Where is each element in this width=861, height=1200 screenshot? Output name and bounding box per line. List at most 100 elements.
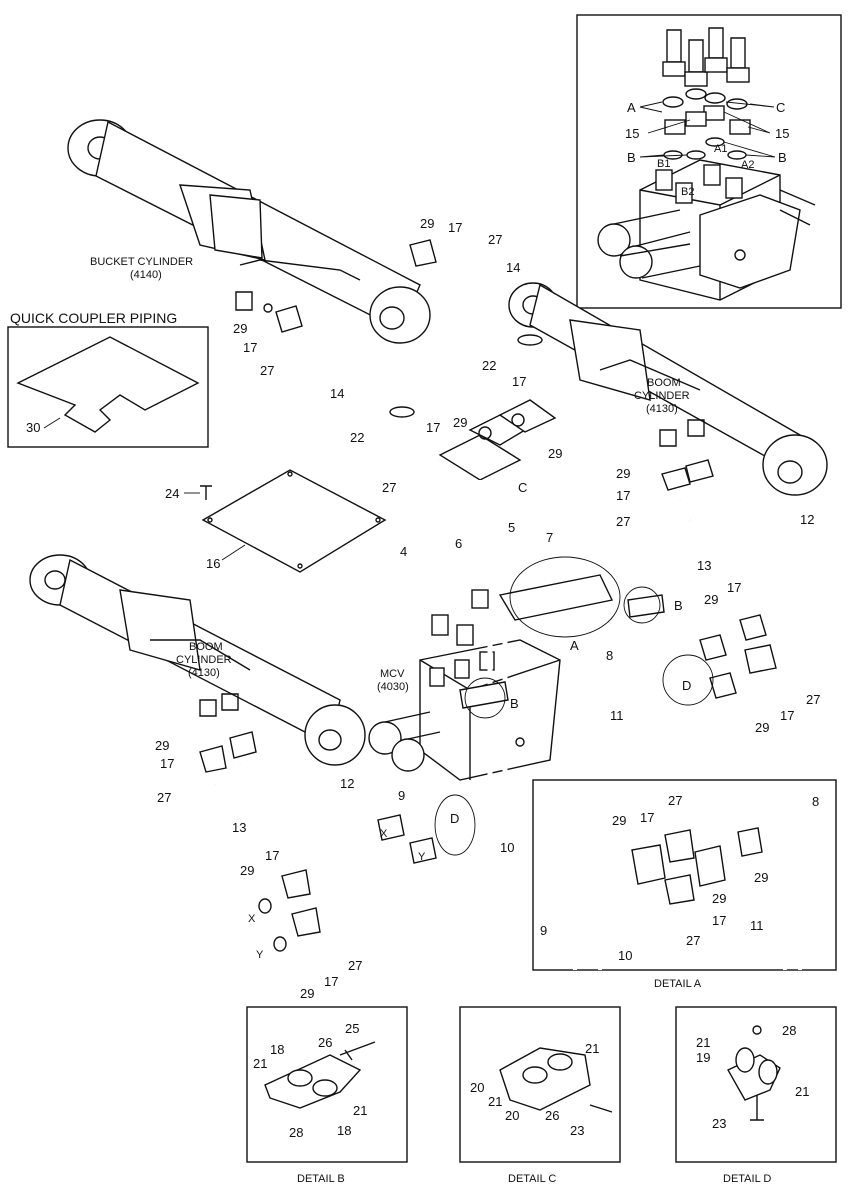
port-label-a1: A1 xyxy=(714,143,727,155)
callout-d: D xyxy=(450,811,459,826)
callout-27: 27 xyxy=(348,958,362,973)
callout-15: 15 xyxy=(775,126,789,141)
label-cylinder-code: (4130) xyxy=(188,667,220,679)
mcv-valve: MCV (4030) xyxy=(368,639,561,781)
callout-29: 29 xyxy=(300,986,314,1001)
callout-22: 22 xyxy=(482,358,496,373)
callout-5: 5 xyxy=(508,520,515,535)
callout-17: 17 xyxy=(712,913,726,928)
label-cylinder: CYLINDER xyxy=(176,654,232,666)
pipes-14 xyxy=(275,239,553,463)
port-label-b2: B2 xyxy=(681,186,694,198)
callout-29: 29 xyxy=(420,216,434,231)
callout-27: 27 xyxy=(616,514,630,529)
callout-27: 27 xyxy=(488,232,502,247)
callout-9: 9 xyxy=(540,923,547,938)
callout-18: 18 xyxy=(270,1042,284,1057)
inset-frame xyxy=(576,14,842,309)
label-boom: BOOM xyxy=(647,377,681,389)
callout-21: 21 xyxy=(353,1103,367,1118)
callout-29: 29 xyxy=(712,891,726,906)
callout-27: 27 xyxy=(260,363,274,378)
callout-14: 14 xyxy=(330,386,344,401)
callout-20: 20 xyxy=(470,1080,484,1095)
detail-b-label: DETAIL B xyxy=(297,1173,345,1185)
quick-coupler-title: QUICK COUPLER PIPING xyxy=(10,310,177,326)
callout-17: 17 xyxy=(512,374,526,389)
callout-19: 19 xyxy=(696,1050,710,1065)
callout-13: 13 xyxy=(697,558,711,573)
callout-17: 17 xyxy=(616,488,630,503)
callout-b: B xyxy=(510,696,519,711)
callout-13: 13 xyxy=(232,820,246,835)
callout-6: 6 xyxy=(455,536,462,551)
port-label-x: X xyxy=(248,913,256,925)
label-mcv: MCV xyxy=(380,668,405,680)
callout-17: 17 xyxy=(160,756,174,771)
callout-30: 30 xyxy=(26,420,40,435)
detail-a-panel: 27 8 17 29 29 29 9 10 11 17 27 DETAIL A xyxy=(532,779,837,990)
port-label-b1: B1 xyxy=(657,158,670,170)
label-bucket-cylinder-code: (4140) xyxy=(130,269,162,281)
callout-b: B xyxy=(674,598,683,613)
port-label-x: X xyxy=(380,828,388,840)
callout-27: 27 xyxy=(668,793,682,808)
callout-b: B xyxy=(627,150,636,165)
detail-b-frame xyxy=(246,1006,408,1163)
callout-29: 29 xyxy=(754,870,768,885)
callout-27: 27 xyxy=(157,790,171,805)
callout-11: 11 xyxy=(750,918,764,933)
callout-12: 12 xyxy=(340,776,354,791)
callout-15: 15 xyxy=(625,126,639,141)
label-bucket-cylinder: BUCKET CYLINDER xyxy=(90,256,193,268)
callout-11: 11 xyxy=(610,708,624,723)
detail-d-frame xyxy=(675,1006,837,1163)
inset-mcv-fittings: A1 A2 B1 B2 A C 15 15 B B xyxy=(576,14,842,309)
callout-29: 29 xyxy=(755,720,769,735)
inset-hoses xyxy=(662,27,751,181)
detail-c-panel: 21 20 21 20 26 23 DETAIL C xyxy=(459,1006,621,1185)
callout-d: D xyxy=(682,678,691,693)
callout-21: 21 xyxy=(696,1035,710,1050)
label-boom: BOOM xyxy=(189,641,223,653)
detail-d-label: DETAIL D xyxy=(723,1173,771,1185)
callout-23: 23 xyxy=(712,1116,726,1131)
inset-valve-body: A1 A2 B1 B2 xyxy=(597,143,816,301)
detail-a-label: DETAIL A xyxy=(654,978,702,990)
callout-29: 29 xyxy=(155,738,169,753)
callout-16: 16 xyxy=(206,556,220,571)
callout-17: 17 xyxy=(727,580,741,595)
callout-10: 10 xyxy=(500,840,514,855)
callout-17: 17 xyxy=(448,220,462,235)
callout-17: 17 xyxy=(243,340,257,355)
quick-coupler-panel: QUICK COUPLER PIPING 30 xyxy=(7,310,209,448)
bucket-cylinder: BUCKET CYLINDER (4140) xyxy=(67,119,431,344)
callout-a: A xyxy=(570,638,579,653)
quick-coupler-frame xyxy=(7,326,209,448)
port-label-y: Y xyxy=(418,851,426,863)
callout-4: 4 xyxy=(400,544,407,559)
label-cylinder: CYLINDER xyxy=(634,390,690,402)
callout-28: 28 xyxy=(782,1023,796,1038)
callout-c: C xyxy=(518,480,527,495)
center-block-and-pipes xyxy=(431,399,557,646)
callout-26: 26 xyxy=(545,1108,559,1123)
callout-29: 29 xyxy=(233,321,247,336)
callout-29: 29 xyxy=(240,863,254,878)
callout-25: 25 xyxy=(345,1021,359,1036)
callout-29: 29 xyxy=(616,466,630,481)
detail-d-panel: 28 21 19 21 23 DETAIL D xyxy=(675,1006,837,1185)
callout-17: 17 xyxy=(780,708,794,723)
callout-c: C xyxy=(776,100,785,115)
callout-27: 27 xyxy=(806,692,820,707)
inset-callouts: A C 15 15 B B xyxy=(625,100,789,165)
callout-21: 21 xyxy=(488,1094,502,1109)
detail-c-label: DETAIL C xyxy=(508,1173,556,1185)
callout-9: 9 xyxy=(398,788,405,803)
callout-29: 29 xyxy=(453,415,467,430)
callout-24: 24 xyxy=(165,486,179,501)
callout-27: 27 xyxy=(686,933,700,948)
callout-29: 29 xyxy=(612,813,626,828)
callout-10: 10 xyxy=(618,948,632,963)
